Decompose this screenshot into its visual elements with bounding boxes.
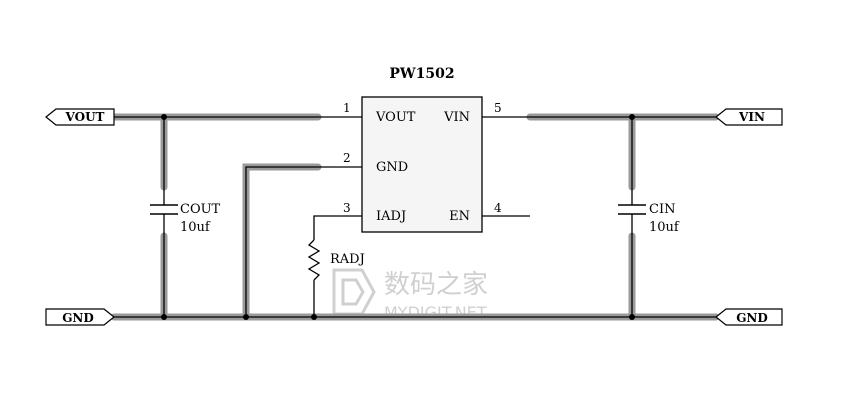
pin-vout-label: VOUT <box>375 110 416 125</box>
wires <box>114 116 716 318</box>
port-gnd-left-label: GND <box>62 311 94 325</box>
capacitor-cin: CIN 10uf <box>618 202 680 235</box>
port-vin-label: VIN <box>738 110 765 124</box>
pin-vin-label: VIN <box>443 110 470 125</box>
pin-iadj-label: IADJ <box>376 209 406 224</box>
port-gnd-right-label: GND <box>736 311 768 325</box>
pin-4-number: 4 <box>494 201 502 215</box>
cout-value: 10uf <box>180 220 211 235</box>
cout-name: COUT <box>180 202 221 217</box>
port-vout-label: VOUT <box>65 110 105 124</box>
cin-name: CIN <box>649 202 675 217</box>
port-vout: VOUT <box>45 108 115 126</box>
chip-title: PW1502 <box>389 66 454 82</box>
pin-gnd-label: GND <box>376 160 408 175</box>
pin-1-number: 1 <box>343 101 351 115</box>
port-gnd-left: GND <box>45 308 115 326</box>
pin-en-label: EN <box>449 209 470 224</box>
pin-3-number: 3 <box>343 201 351 215</box>
chip-pw1502: PW1502 1 2 3 5 4 VOUT GND IADJ VIN EN <box>343 66 502 233</box>
port-gnd-right: GND <box>715 308 783 326</box>
capacitor-cout: COUT 10uf <box>150 202 221 235</box>
pin-5-number: 5 <box>494 101 502 115</box>
cin-value: 10uf <box>649 220 680 235</box>
radj-name: RADJ <box>330 252 365 267</box>
watermark-cn: 数码之家 <box>384 270 488 300</box>
watermark-logo-icon <box>332 268 376 316</box>
junctions <box>161 114 635 320</box>
pin-2-number: 2 <box>343 151 351 165</box>
port-vin: VIN <box>715 108 783 126</box>
